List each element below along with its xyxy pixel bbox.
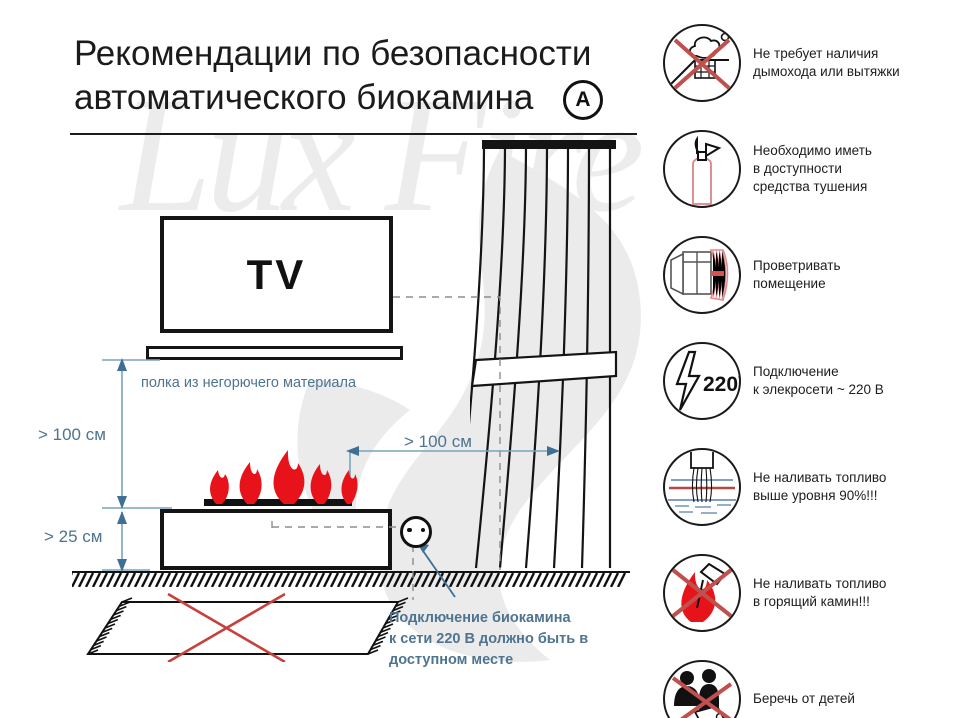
dimension-label-vertical-bottom: > 25 см (44, 527, 103, 546)
title-line-1: Рекомендации по безопасности (74, 34, 592, 73)
recommendation-item-no-refuel: Не наливать топливо в горящий камин!!! (663, 554, 886, 632)
fuel-level-icon (663, 448, 741, 526)
recommendations-list: Не требует наличия дымохода или вытяжки … (663, 24, 970, 718)
socket-callout-line-3: доступном месте (389, 652, 514, 668)
ventilate-window-icon (663, 236, 741, 314)
recommendation-item-ventilate: Проветривать помещение (663, 236, 840, 314)
recommendation-text: Необходимо иметь в доступности средства … (753, 143, 872, 194)
recommendation-item-children: Беречь от детей (663, 660, 855, 718)
no-chimney-icon (663, 24, 741, 102)
recommendation-text: Беречь от детей (753, 691, 855, 706)
socket-callout: Подключение биокамина к сети 220 В должн… (389, 608, 588, 671)
keep-away-children-icon (663, 660, 741, 718)
svg-text:220V: 220V (703, 373, 739, 396)
burner-bar (204, 499, 352, 506)
socket-callout-line-1: Подключение биокамина (389, 610, 571, 626)
recommendation-item-extinguisher: Необходимо иметь в доступности средства … (663, 130, 872, 208)
socket-callout-line-2: к сети 220 В должно быть в (389, 631, 589, 647)
recommendation-text: Не требует наличия дымохода или вытяжки (753, 46, 900, 79)
floor-hatching (72, 573, 627, 587)
recommendation-item-fuel-level: Не наливать топливо выше уровня 90%!!! (663, 448, 886, 526)
no-refuel-burning-icon (663, 554, 741, 632)
dimension-label-horizontal: > 100 см (404, 432, 472, 451)
flames-icon (210, 450, 358, 504)
noncombustible-shelf (146, 346, 403, 360)
power-socket-icon (400, 516, 432, 548)
shelf-caption: полка из негорючего материала (141, 375, 357, 391)
biofireplace-body (160, 509, 392, 570)
recommendation-text: Не наливать топливо в горящий камин!!! (753, 576, 887, 609)
dimension-label-vertical-top: > 100 см (38, 425, 106, 444)
curtain-rail (482, 140, 616, 149)
recommendation-text: Проветривать помещение (753, 258, 841, 291)
recommendation-item-electric: 220V Подключение к элекросети ~ 220 В (663, 342, 884, 420)
curtain (470, 141, 618, 569)
logo-badge-a: A (563, 80, 603, 120)
title-line-2: автоматического биокамина (74, 78, 534, 117)
header-divider (70, 133, 637, 135)
recommendation-item-no-chimney: Не требует наличия дымохода или вытяжки (663, 24, 900, 102)
carpet-forbidden (86, 592, 409, 662)
electric-220v-icon: 220V (663, 342, 741, 420)
recommendation-text: Подключение к элекросети ~ 220 В (753, 364, 884, 397)
recommendation-text: Не наливать топливо выше уровня 90%!!! (753, 470, 887, 503)
floor-line (72, 571, 630, 573)
tv-screen: TV (160, 216, 393, 333)
page-title: Рекомендации по безопасности автоматичес… (74, 32, 634, 120)
fire-extinguisher-icon (663, 130, 741, 208)
tv-label: TV (246, 250, 307, 298)
dimension-overlay (102, 296, 560, 600)
